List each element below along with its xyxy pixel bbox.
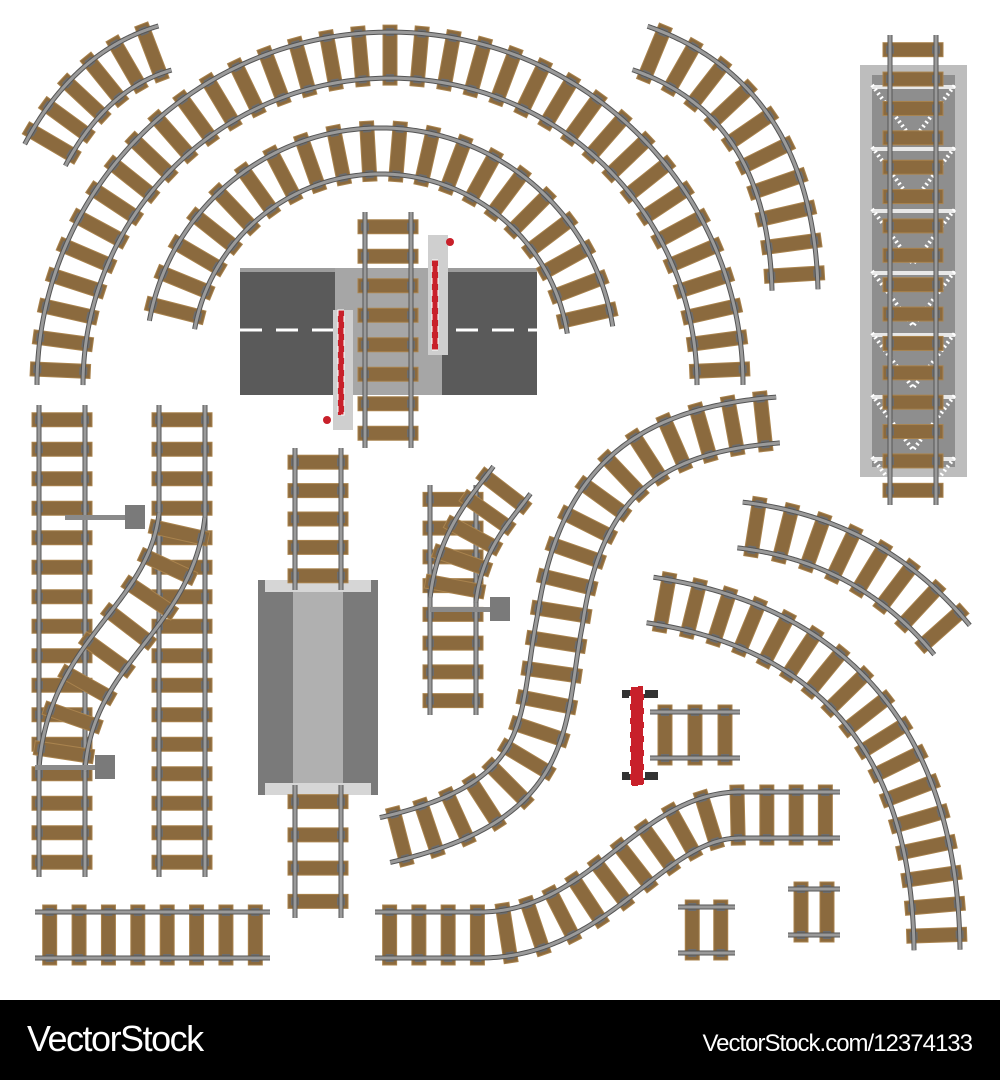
vectorstock-logo: VectorStock	[27, 1018, 204, 1059]
switch-diverging-track	[423, 464, 533, 604]
track-pieces-artwork	[21, 21, 972, 966]
curved-track-small	[21, 21, 173, 167]
image-url: VectorStock.com/12374133	[702, 1030, 973, 1057]
buffer-stop	[622, 685, 658, 787]
curved-track-large-right	[646, 571, 968, 951]
bottom-s-curve-track	[375, 784, 840, 966]
truss-crossbar	[872, 209, 955, 213]
switch-lever	[65, 505, 145, 529]
switch-lever	[430, 597, 510, 621]
barrier-arm	[337, 309, 345, 416]
short-track-piece	[788, 881, 840, 943]
truss-crossbar	[872, 271, 955, 275]
barrier-arm	[431, 259, 439, 351]
lever-box	[95, 755, 115, 779]
bridge-track	[882, 35, 944, 505]
rail	[742, 499, 972, 627]
truss-crossbar	[872, 147, 955, 151]
watermark-footer: VectorStock VectorStock.com/12374133	[0, 1000, 1000, 1080]
signal-light	[323, 416, 331, 424]
curved-track-medium	[143, 120, 619, 335]
tie	[99, 601, 158, 651]
switch-lever	[35, 755, 115, 779]
lever-rod	[35, 765, 95, 770]
lever-box	[125, 505, 145, 529]
straight-track	[287, 785, 349, 918]
straight-track	[287, 448, 349, 590]
tunnel	[258, 580, 378, 795]
buffer-stop-track	[650, 704, 740, 766]
tie	[77, 630, 136, 679]
straight-track	[151, 404, 213, 877]
truss-crossbar	[872, 85, 955, 89]
curved-track-right	[737, 495, 972, 657]
crossing-track	[357, 212, 419, 448]
switch-diverging-track	[32, 512, 211, 772]
curved-track-large	[29, 24, 751, 386]
straight-track-bottom	[35, 904, 270, 966]
curved-track-top-right	[631, 22, 826, 291]
short-track-piece	[678, 899, 735, 961]
signal-light	[446, 238, 454, 246]
truss-crossbar	[872, 333, 955, 337]
lever-box	[490, 597, 510, 621]
s-curve-track	[379, 390, 781, 868]
lever-rod	[430, 607, 490, 612]
lever-rod	[65, 515, 125, 520]
buffer-beam	[629, 685, 645, 787]
